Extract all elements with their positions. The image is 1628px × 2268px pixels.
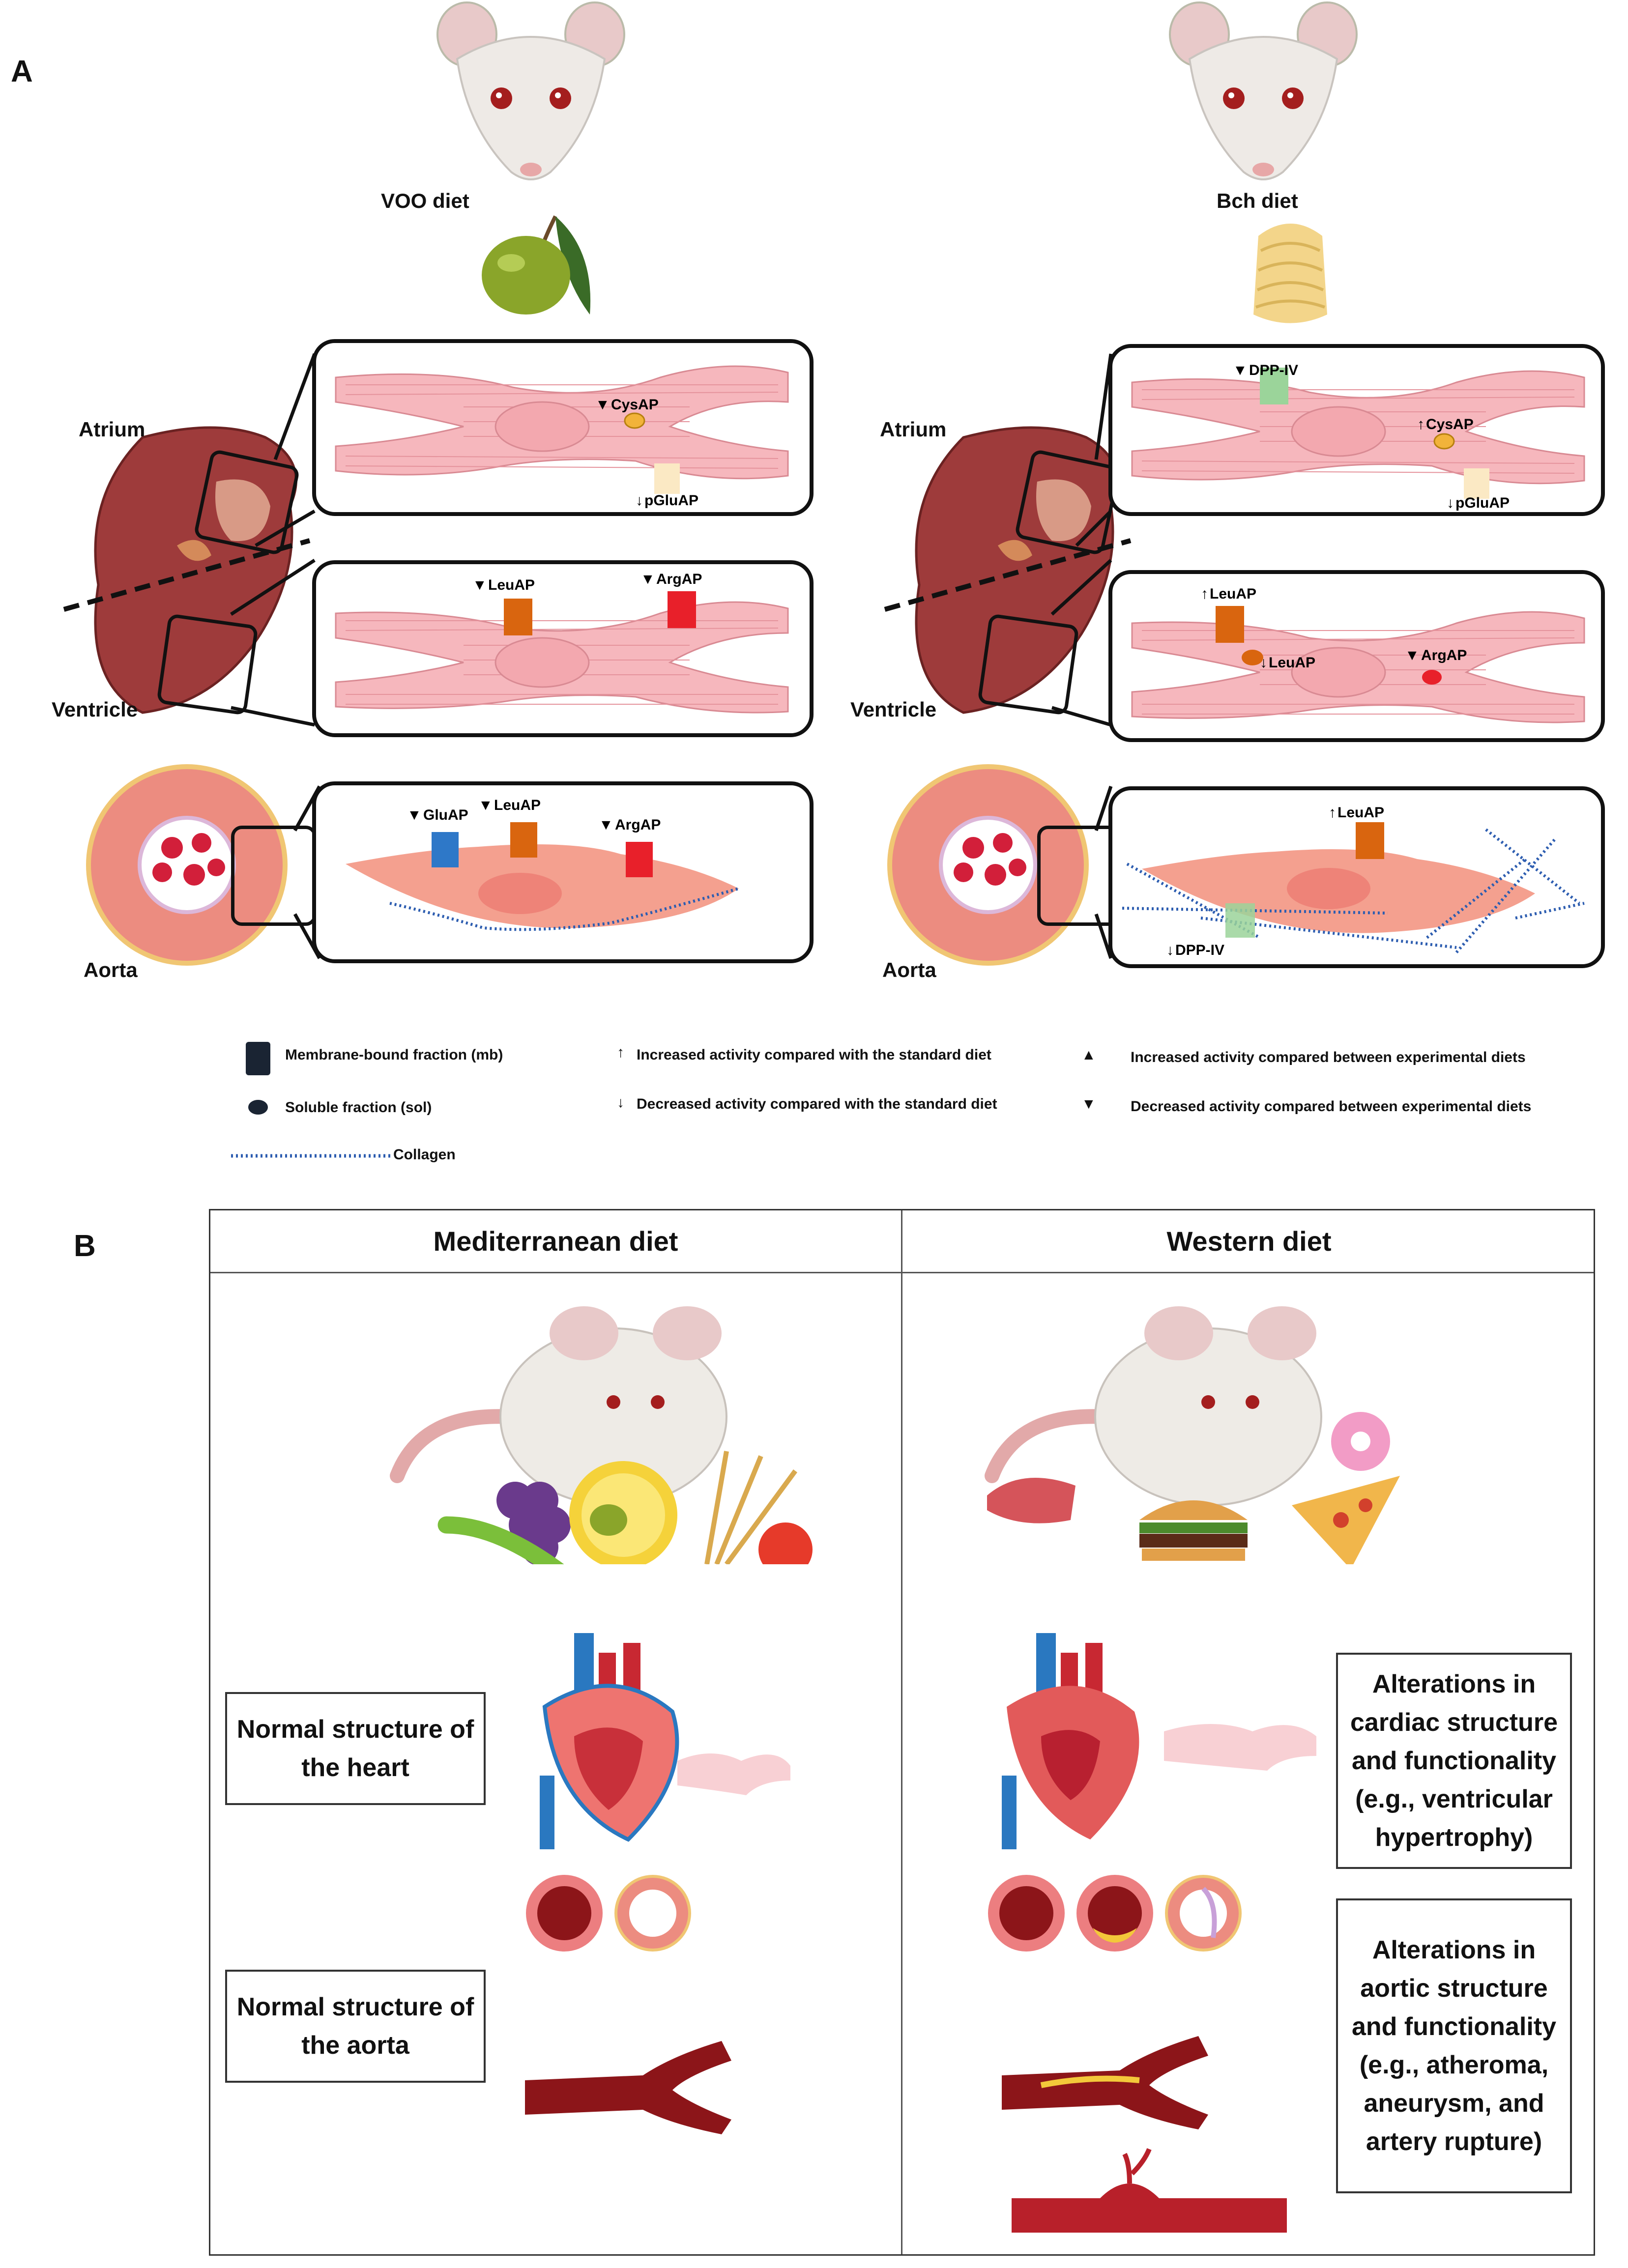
box-normal-heart: Normal structure of the heart — [225, 1692, 486, 1805]
argap-label: ArgAP — [656, 571, 702, 587]
heart-hypertrophy-icon — [1002, 1633, 1316, 1849]
svg-text:↓: ↓ — [1447, 495, 1454, 511]
legend-sol: Soluble fraction (sol) — [285, 1099, 432, 1116]
ventricle-zoom-right: ↑ LeuAP ↓ LeuAP ▼ ArgAP — [1108, 570, 1605, 742]
pgluap-label: pGluAP — [644, 492, 698, 509]
svg-text:↓: ↓ — [1166, 942, 1174, 958]
svg-text:▼: ▼ — [599, 817, 613, 833]
leuap-label: LeuAP — [488, 577, 535, 593]
legend-dec-std: Decreased activity compared with the sta… — [637, 1096, 997, 1112]
legend-inc-exp: Increased activity compared between expe… — [1131, 1049, 1526, 1065]
rat-head-left-icon — [436, 1, 625, 180]
pgluap-label-right: pGluAP — [1455, 495, 1510, 511]
panel-a-letter: A — [11, 55, 33, 88]
heart-section-left-icon — [63, 426, 311, 714]
svg-text:↑: ↑ — [1417, 416, 1424, 432]
down-arrow-icon: ↓ — [617, 1094, 624, 1111]
olive-icon — [482, 215, 591, 315]
box-altered-aorta: Alterations in aortic structure and func… — [1336, 1898, 1572, 2193]
dppiv-label-aorta: DPP-IV — [1175, 942, 1224, 958]
collagen-legend-icon — [231, 1154, 393, 1158]
up-arrow-icon: ↑ — [617, 1044, 624, 1061]
svg-text:↑: ↑ — [1201, 586, 1208, 602]
leuap-label-aorta-right: LeuAP — [1337, 804, 1384, 821]
zoom-connectors — [230, 353, 1113, 959]
atrium-zoom-left: ▼ CysAP ↓ pGluAP — [312, 339, 814, 516]
col-head-mediterranean: Mediterranean diet — [433, 1226, 678, 1257]
svg-text:▼: ▼ — [1405, 647, 1420, 663]
aorta-zoom-marker-left — [231, 826, 317, 926]
cysap-label: CysAP — [611, 397, 659, 413]
svg-text:▼: ▼ — [407, 807, 422, 823]
up-triangle-icon: ▲ — [1081, 1047, 1096, 1063]
aorta-zoom-left: ▼ GluAP ▼ LeuAP ▼ ArgAP — [312, 781, 814, 963]
svg-text:↑: ↑ — [1329, 804, 1336, 821]
ventricle-label-right: Ventricle — [850, 698, 937, 721]
ventricle-label-left: Ventricle — [52, 698, 138, 721]
svg-text:▼: ▼ — [472, 577, 487, 593]
aorta-label-left: Aorta — [84, 958, 138, 981]
header-divider — [210, 1272, 1594, 1273]
argap-label-right: ArgAP — [1421, 647, 1467, 663]
column-divider — [901, 1210, 902, 2254]
bch-diet-label: Bch diet — [1217, 189, 1298, 212]
gluap-label: GluAP — [423, 807, 468, 823]
dppiv-label: DPP-IV — [1249, 362, 1298, 378]
svg-text:↓: ↓ — [636, 492, 643, 509]
legend-inc-std: Increased activity compared with the sta… — [637, 1047, 991, 1063]
atrium-zoom-right: ▼ DPP-IV ↑ CysAP ↓ pGluAP — [1108, 344, 1605, 516]
voo-diet-label: VOO diet — [381, 189, 469, 212]
leuap-mb-label: LeuAP — [1210, 586, 1256, 602]
down-triangle-icon: ▼ — [1081, 1096, 1096, 1112]
argap-label-aorta: ArgAP — [615, 817, 661, 833]
ventricle-zoom-left: ▼ LeuAP ▼ ArgAP — [312, 560, 814, 737]
legend-collagen: Collagen — [393, 1147, 456, 1163]
legend-dec-exp: Decreased activity compared between expe… — [1131, 1098, 1532, 1115]
rat-body-right-icon — [985, 1306, 1400, 1564]
svg-text:▼: ▼ — [640, 571, 655, 587]
aorta-label-right: Aorta — [882, 958, 936, 981]
svg-text:▼: ▼ — [1233, 362, 1248, 378]
soluble-legend-icon — [248, 1100, 268, 1115]
heart-section-right-icon — [884, 426, 1132, 714]
aorta-zoom-right: ↑ LeuAP ↓ DPP-IV — [1108, 786, 1605, 968]
atrium-label-right: Atrium — [880, 418, 947, 441]
svg-text:▼: ▼ — [595, 397, 610, 413]
aorta-normal-icon — [525, 1875, 731, 2134]
rat-body-left-icon — [390, 1306, 813, 1564]
box-normal-aorta: Normal structure of the aorta — [225, 1970, 486, 2083]
heart-normal-icon — [540, 1633, 790, 1849]
aorta-altered-icon — [988, 1875, 1287, 2233]
legend-mb: Membrane-bound fraction (mb) — [285, 1047, 503, 1063]
svg-text:↓: ↓ — [1260, 655, 1267, 671]
butter-icon — [1253, 224, 1327, 323]
cysap-label-right: CysAP — [1426, 416, 1474, 432]
comparison-table: Mediterranean diet Western diet — [209, 1209, 1595, 2256]
atrium-label-left: Atrium — [79, 418, 145, 441]
panel-b-letter: B — [74, 1229, 96, 1263]
rat-head-right-icon — [1169, 1, 1358, 180]
membrane-legend-icon — [246, 1042, 270, 1075]
leuap-label-aorta: LeuAP — [494, 797, 541, 813]
box-altered-heart: Alterations in cardiac structure and fun… — [1336, 1653, 1572, 1869]
leuap-sol-label: LeuAP — [1269, 655, 1315, 671]
svg-text:▼: ▼ — [478, 797, 493, 813]
col-head-western: Western diet — [1166, 1226, 1332, 1257]
